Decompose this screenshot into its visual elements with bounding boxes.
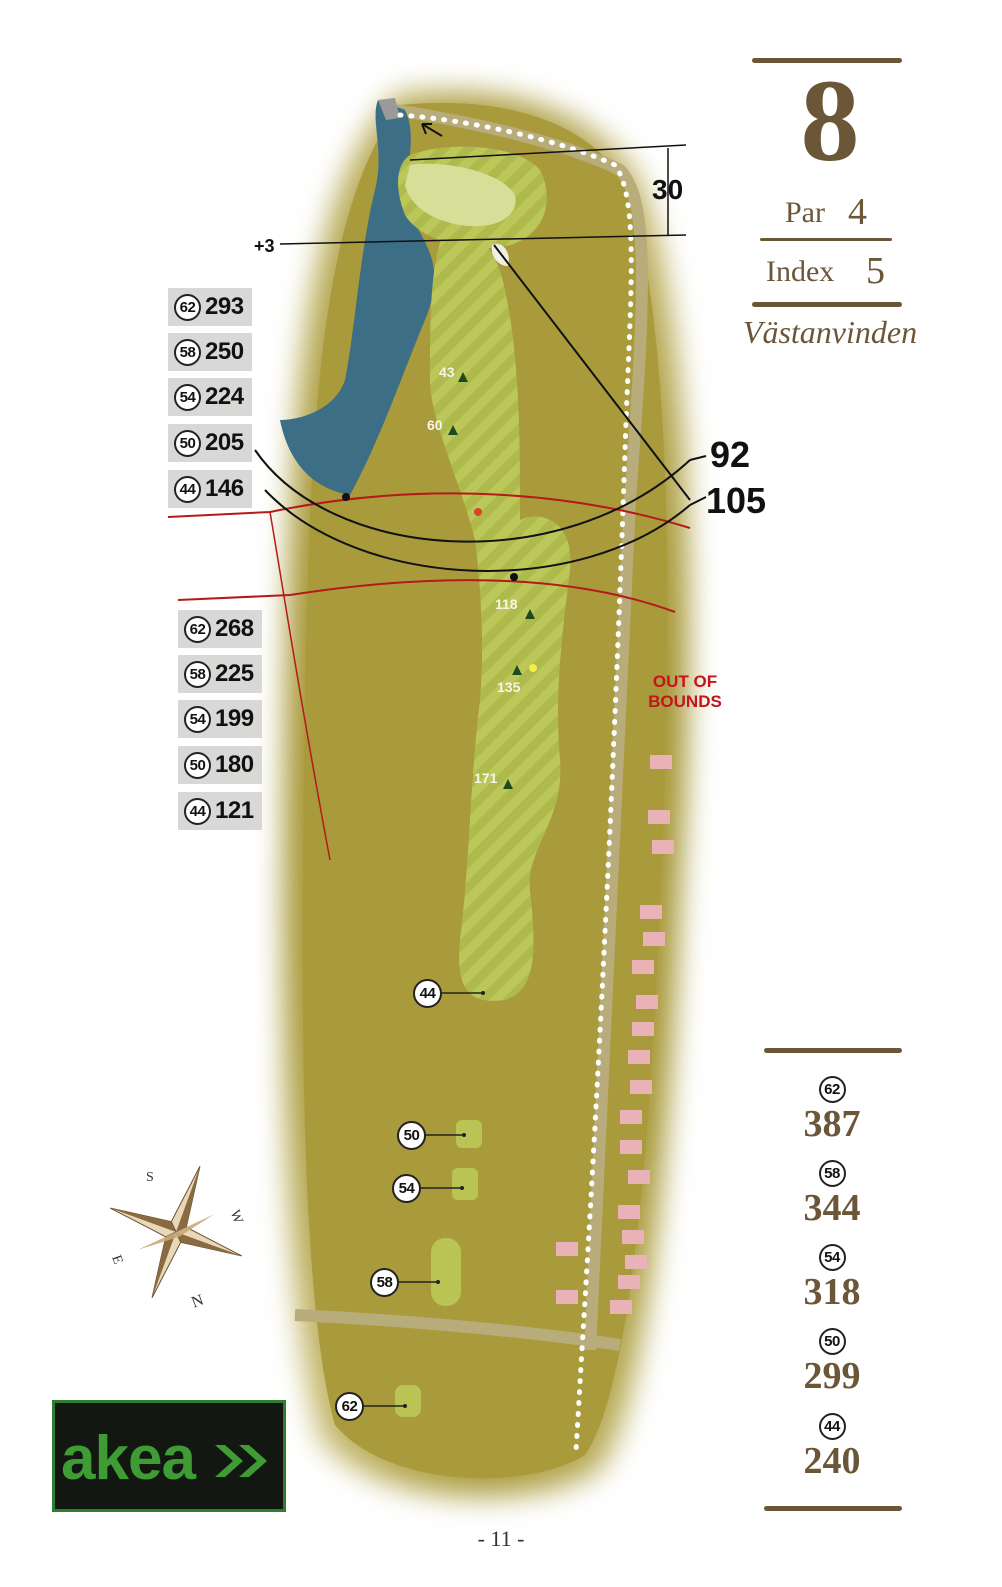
total-item: 62 387 <box>790 1076 874 1143</box>
tee-circle: 62 <box>184 615 211 643</box>
fairway-marker-43: 43 <box>439 364 455 380</box>
carry-distance-92: 92 <box>710 434 751 475</box>
houses <box>556 755 674 1314</box>
distance-value: 293 <box>205 293 244 320</box>
tee-circle: 50 <box>184 751 211 779</box>
lower-distance-row: 50 180 <box>178 746 262 784</box>
red-arc-upper <box>167 492 691 529</box>
upper-distance-row: 62 293 <box>168 288 252 326</box>
hole-number: 8 <box>800 55 860 186</box>
logo-text: akea <box>61 1424 196 1493</box>
distance-value: 205 <box>205 429 244 456</box>
lower-distance-row: 58 225 <box>178 655 262 693</box>
fairway-marker-171: 171 <box>474 770 498 786</box>
tee-circle: 62 <box>174 293 201 321</box>
tee-circle: 62 <box>818 1076 846 1103</box>
water-hazard <box>280 100 435 495</box>
par-value: 4 <box>848 191 867 233</box>
header-top-rule <box>752 58 902 63</box>
carry-arc-92 <box>254 449 691 543</box>
tee-circle: 54 <box>184 705 211 733</box>
tee-circle: 58 <box>818 1160 846 1187</box>
distance-value: 268 <box>215 615 254 642</box>
totals-bottom-rule <box>764 1506 902 1511</box>
tee-circle: 50 <box>818 1328 846 1355</box>
compass-s: S <box>146 1170 154 1185</box>
oob-line-2: BOUNDS <box>648 692 722 711</box>
distance-value: 121 <box>215 797 254 824</box>
carry-arc-105 <box>264 489 691 572</box>
fairway <box>430 229 571 1001</box>
total-item: 44 240 <box>790 1413 874 1480</box>
index-label: Index <box>766 255 835 288</box>
out-of-bounds-label: OUT OF BOUNDS <box>640 672 730 712</box>
totals-top-rule <box>764 1048 902 1053</box>
distance-value: 225 <box>215 660 254 687</box>
map-tee-44: 44 <box>413 979 442 1008</box>
hole-name: Västanvinden <box>742 314 918 350</box>
upper-distance-row: 54 224 <box>168 378 252 416</box>
distance-value: 146 <box>205 475 244 502</box>
lower-distance-row: 62 268 <box>178 610 262 648</box>
tee-circle: 58 <box>174 338 201 366</box>
upper-distance-row: 58 250 <box>168 333 252 371</box>
total-length: 387 <box>803 1103 861 1145</box>
lower-distance-row: 44 121 <box>178 792 262 830</box>
fairway-marker-118: 118 <box>495 596 518 612</box>
upper-distance-row: 50 205 <box>168 424 252 462</box>
compass-rose <box>109 1165 243 1299</box>
tee-circle: 54 <box>174 383 201 411</box>
tee-circle: 50 <box>174 429 201 457</box>
upper-distance-row: 44 146 <box>168 470 252 508</box>
map-tee-54: 54 <box>392 1174 421 1203</box>
total-item: 58 344 <box>790 1160 874 1227</box>
distance-value: 250 <box>205 338 244 365</box>
green-depth-label: 30 <box>652 174 684 205</box>
page-number: - 11 - <box>477 1526 525 1551</box>
lower-distance-row: 54 199 <box>178 700 262 738</box>
map-tee-58: 58 <box>370 1268 399 1297</box>
map-tee-62: 62 <box>335 1392 364 1421</box>
total-length: 299 <box>803 1355 861 1397</box>
distance-value: 224 <box>205 383 244 410</box>
total-length: 318 <box>803 1271 861 1313</box>
total-item: 50 299 <box>790 1328 874 1395</box>
red-arc-lower <box>177 579 676 613</box>
total-length: 344 <box>803 1187 861 1229</box>
fairway-marker-60: 60 <box>427 417 443 433</box>
header-bottom-rule <box>752 302 902 307</box>
par-label: Par <box>785 196 825 229</box>
carry-distance-105: 105 <box>706 480 767 521</box>
header-mid-rule <box>760 238 892 241</box>
tee-circle: 44 <box>184 797 211 825</box>
total-item: 54 318 <box>790 1244 874 1311</box>
akea-logo: akea <box>52 1400 286 1512</box>
distance-value: 180 <box>215 751 254 778</box>
index-value: 5 <box>866 250 885 292</box>
oob-line-1: OUT OF <box>652 672 718 691</box>
green-offset-label: +3 <box>254 236 275 256</box>
tee-circle: 54 <box>818 1244 846 1271</box>
total-length: 240 <box>803 1440 861 1482</box>
tee-circle: 58 <box>184 660 211 688</box>
oob-stakes-line <box>397 112 634 1453</box>
crossing-path <box>294 1309 621 1351</box>
tee-circle: 44 <box>174 475 201 503</box>
green-bunker <box>405 163 516 227</box>
fairway-marker-135: 135 <box>497 679 521 695</box>
distance-value: 199 <box>215 705 254 732</box>
chevron-arrows-icon <box>215 1445 267 1477</box>
tee-circle: 44 <box>818 1413 846 1440</box>
map-tee-50: 50 <box>397 1121 426 1150</box>
